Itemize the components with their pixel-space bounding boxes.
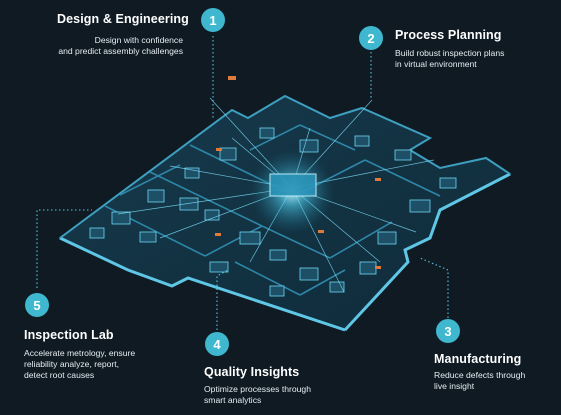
badge-1: 1 xyxy=(201,8,225,32)
stage-3-title: Manufacturing xyxy=(434,352,522,366)
stage-4-description: Optimize processes through smart analyti… xyxy=(204,384,311,405)
badge-2-number: 2 xyxy=(367,31,374,46)
badge-3-number: 3 xyxy=(444,324,451,339)
stage-1-description: Design with confidence and predict assem… xyxy=(58,35,183,56)
stage-3-description: Reduce defects through live insight xyxy=(434,370,526,391)
outer-wall-left xyxy=(59,236,346,332)
leader-lines xyxy=(36,36,449,330)
status-panels xyxy=(215,76,381,269)
badge-1-number: 1 xyxy=(209,13,216,28)
machines xyxy=(89,127,457,297)
badge-3: 3 xyxy=(436,319,460,343)
outer-wall-top xyxy=(59,94,511,239)
badge-5: 5 xyxy=(25,293,49,317)
central-hub-screen xyxy=(269,173,317,197)
badge-2: 2 xyxy=(359,26,383,50)
outer-wall-right xyxy=(343,172,511,332)
stage-2-description: Build robust inspection plans in virtual… xyxy=(395,48,505,69)
badge-5-number: 5 xyxy=(33,298,40,313)
stage-5-description: Accelerate metrology, ensure reliability… xyxy=(24,348,136,380)
stage-1-title: Design & Engineering xyxy=(57,12,189,26)
badge-4: 4 xyxy=(205,332,229,356)
stage-4-title: Quality Insights xyxy=(204,365,300,379)
building-floorplan xyxy=(58,76,512,332)
badge-4-number: 4 xyxy=(213,337,221,352)
interior-walls xyxy=(104,124,441,296)
stage-2-title: Process Planning xyxy=(395,28,502,42)
stage-5-title: Inspection Lab xyxy=(24,328,114,342)
